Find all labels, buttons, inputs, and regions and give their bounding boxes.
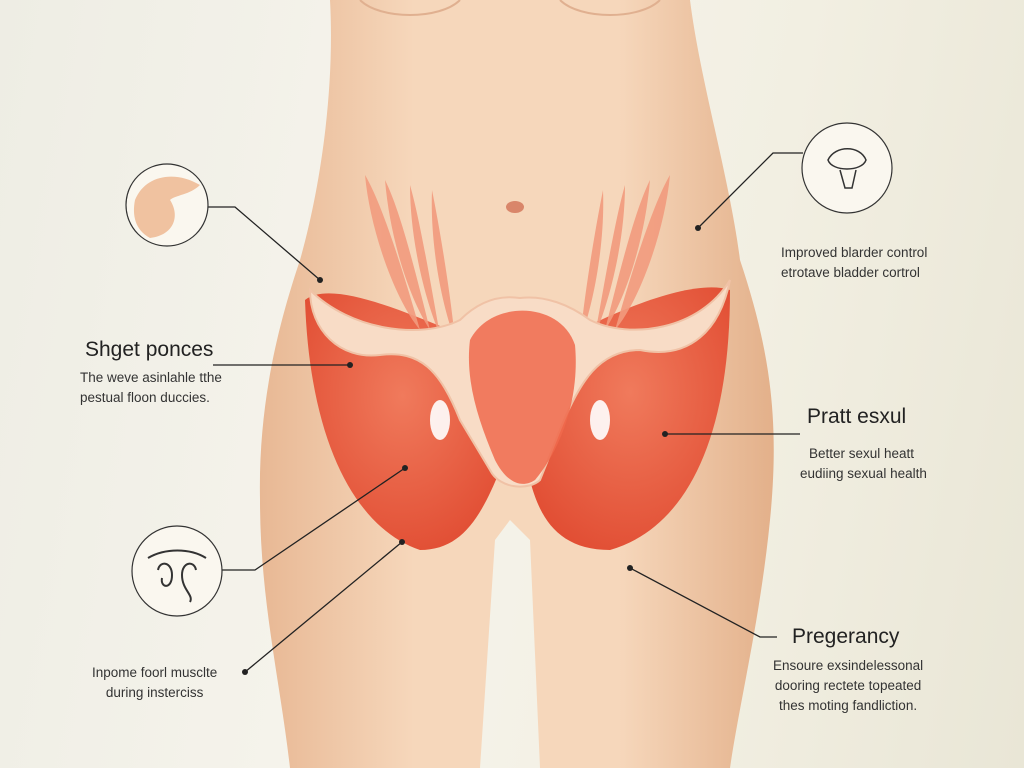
desc-line: pestual floon duccies. (80, 390, 210, 405)
pregerancy-title: Pregerancy (792, 625, 900, 648)
chest-outline (359, 0, 661, 16)
shget-ponces-title: Shget ponces (85, 338, 214, 361)
desc-line: dooring rectete topeated (774, 678, 922, 693)
bladder-icon (801, 122, 893, 214)
desc-line: Improved blarder control (781, 245, 928, 260)
sexual-health-desc: Better sexul heatt eudiing sexual health (800, 444, 927, 484)
hand-gesture-icon (125, 163, 209, 247)
pratt-esxul-title: Pratt esxul (807, 405, 907, 428)
uterus-icon (131, 525, 223, 617)
shget-ponces-desc: The weve asinlahle tthe pestual floon du… (80, 368, 222, 408)
navel (506, 201, 524, 213)
desc-line: Ensoure exsindelessonal (773, 658, 924, 673)
floor-muscle-desc: Inpome foorl musclte during insterciss (92, 663, 217, 703)
desc-line: Inpome foorl musclte (92, 665, 218, 680)
desc-line: thes moting fandliction. (779, 698, 918, 713)
pregerancy-desc: Ensoure exsindelessonal dooring rectete … (773, 656, 923, 716)
leader-lines (207, 152, 803, 673)
desc-line: etrotave bladder cortrol (781, 265, 920, 280)
bladder-control-desc: Improved blarder control etrotave bladde… (781, 243, 927, 283)
desc-line: The weve asinlahle tthe (80, 370, 222, 385)
desc-line: eudiing sexual health (800, 466, 927, 481)
sacrum (468, 310, 576, 484)
desc-line: during insterciss (105, 685, 204, 700)
desc-line: Better sexul heatt (809, 446, 915, 461)
abdominal-muscle-fibers (365, 175, 670, 340)
